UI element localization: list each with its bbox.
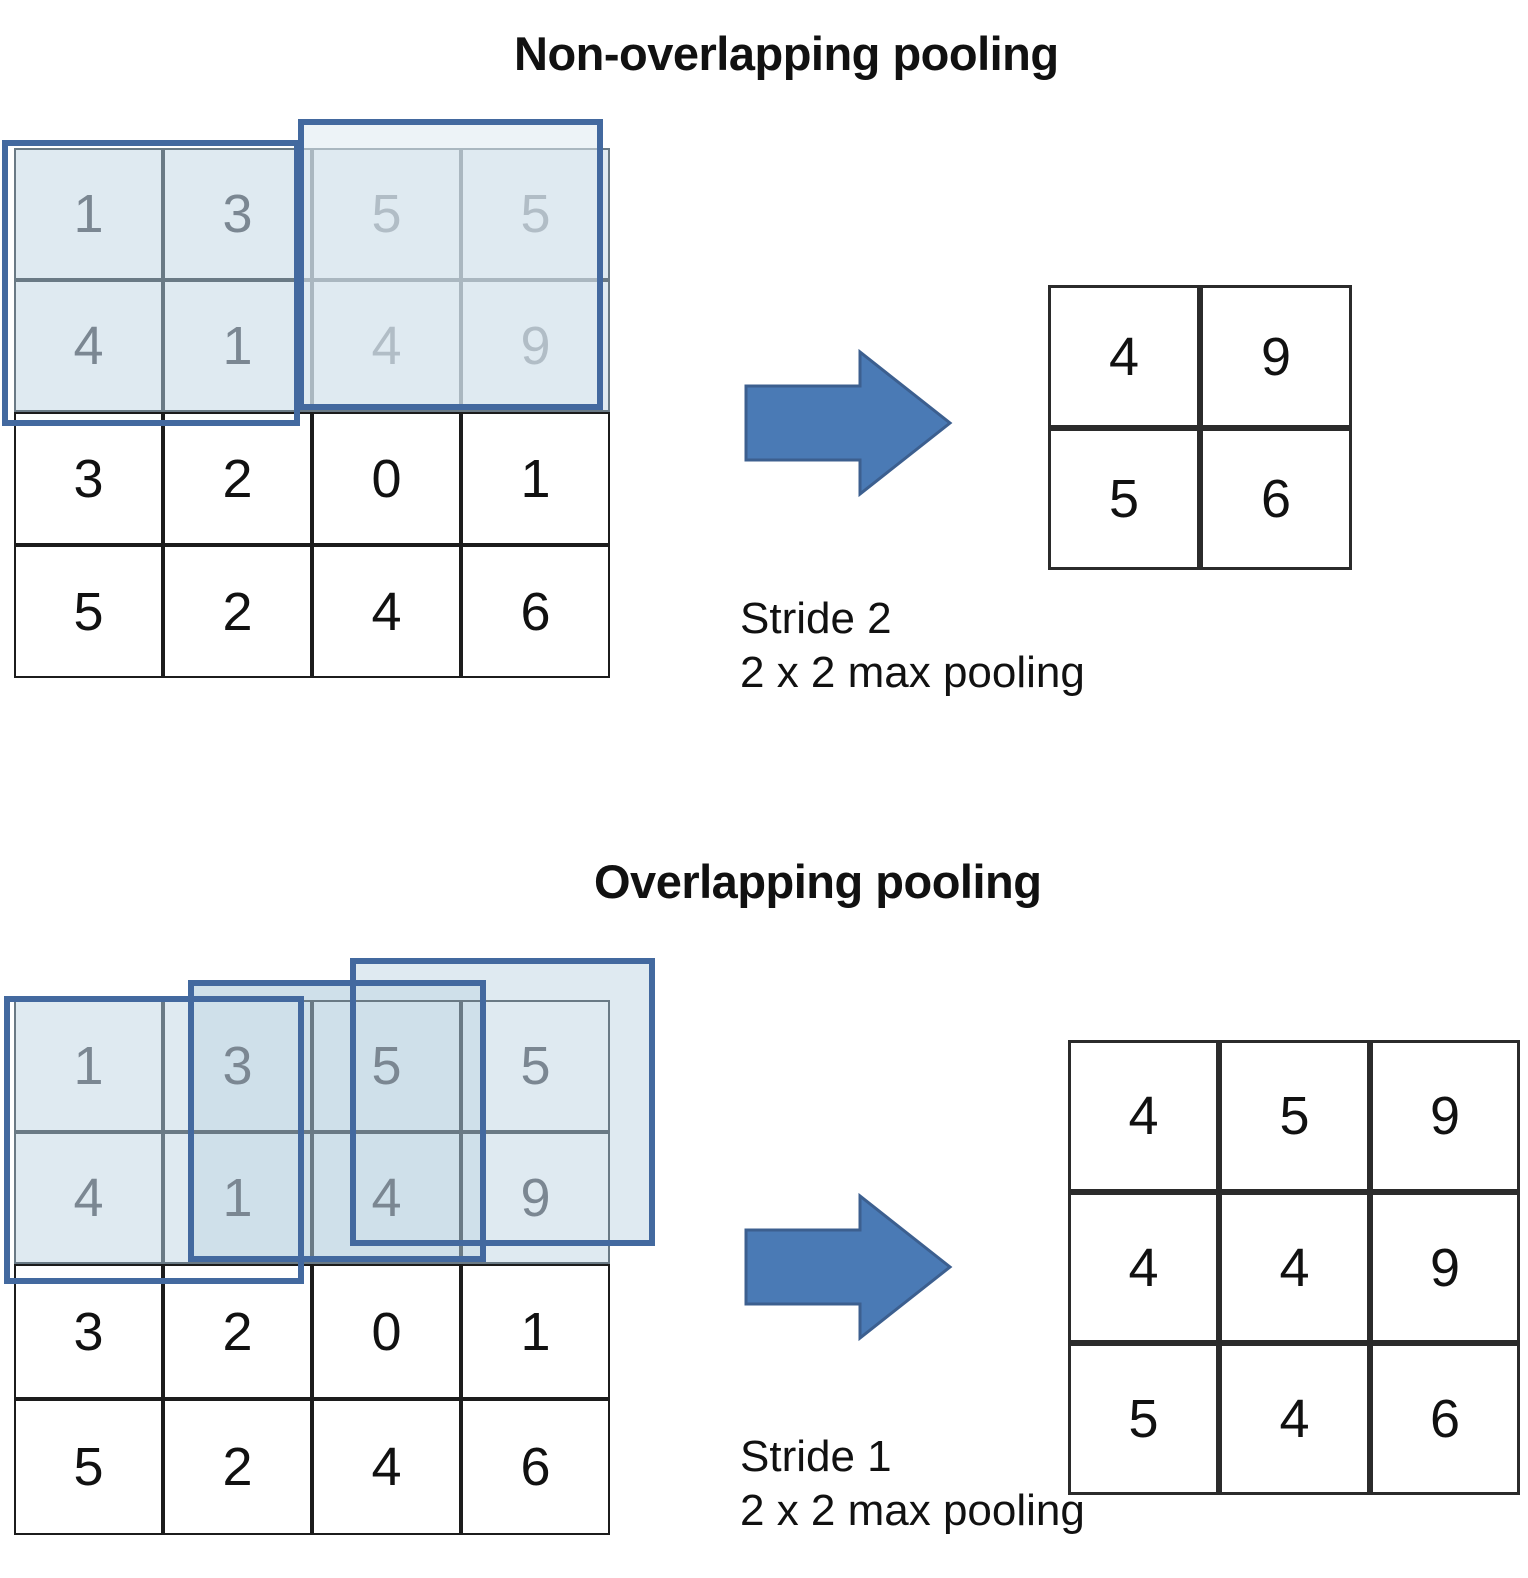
- input-cell: 2: [163, 1264, 312, 1399]
- input-cell: 1: [163, 1132, 312, 1264]
- pool-window-3-overlapping: [350, 958, 655, 1246]
- output-cell: 5: [1068, 1343, 1219, 1495]
- caption-overlapping: Stride 1 2 x 2 max pooling: [740, 1432, 1085, 1535]
- input-cell: 5: [461, 1000, 610, 1132]
- output-cell: 9: [1370, 1192, 1520, 1343]
- pool-window-1-non-overlapping: [2, 140, 300, 426]
- input-cell: 4: [312, 1132, 461, 1264]
- input-cell: 0: [312, 412, 461, 545]
- input-cell: 3: [14, 1264, 163, 1399]
- input-cell: 4: [312, 1399, 461, 1535]
- section-title-non-overlapping: Non-overlapping pooling: [514, 27, 1059, 80]
- input-cell: 0: [312, 1264, 461, 1399]
- output-cell: 4: [1068, 1040, 1219, 1192]
- input-cell: 5: [312, 1000, 461, 1132]
- input-cell: 1: [461, 412, 610, 545]
- input-cell: 4: [14, 1132, 163, 1264]
- output-grid-overlapping: 4 5 9 4 4 9 5 4 6: [1068, 1040, 1520, 1495]
- input-cell: 3: [14, 412, 163, 545]
- input-cell: 2: [163, 1399, 312, 1535]
- output-cell: 6: [1200, 428, 1352, 570]
- output-cell: 5: [1219, 1040, 1370, 1192]
- input-cell: 6: [461, 1399, 610, 1535]
- pool-window-2-non-overlapping: [298, 119, 603, 410]
- input-cell: 4: [14, 280, 163, 412]
- output-cell: 4: [1048, 285, 1200, 428]
- window-3-overlap-shade: [350, 980, 486, 1246]
- section-title-overlapping: Overlapping pooling: [594, 855, 1042, 908]
- input-cell: 2: [163, 545, 312, 678]
- input-cell: 5: [14, 1399, 163, 1535]
- input-cell: 4: [312, 545, 461, 678]
- input-cell: 1: [461, 1264, 610, 1399]
- output-cell: 5: [1048, 428, 1200, 570]
- input-cell: 1: [14, 148, 163, 280]
- input-grid-overlapping: 1 3 5 5 4 1 4 9 3 2 0 1 5 2 4 6: [14, 1000, 610, 1535]
- input-cell: 9: [461, 1132, 610, 1264]
- output-cell: 4: [1219, 1343, 1370, 1495]
- output-cell: 4: [1068, 1192, 1219, 1343]
- input-cell: 6: [461, 545, 610, 678]
- right-arrow-icon-1: [742, 348, 954, 498]
- input-cell: 2: [163, 412, 312, 545]
- pool-window-1-overlapping: [4, 996, 304, 1284]
- caption-non-overlapping: Stride 2 2 x 2 max pooling: [740, 594, 1085, 697]
- right-arrow-icon-2: [742, 1192, 954, 1342]
- output-cell: 6: [1370, 1343, 1520, 1495]
- output-cell: 9: [1370, 1040, 1520, 1192]
- pool-window-2-overlapping: [188, 980, 486, 1262]
- output-grid-non-overlapping: 4 9 5 6: [1048, 285, 1352, 570]
- output-cell: 4: [1219, 1192, 1370, 1343]
- input-cell: 5: [14, 545, 163, 678]
- output-cell: 9: [1200, 285, 1352, 428]
